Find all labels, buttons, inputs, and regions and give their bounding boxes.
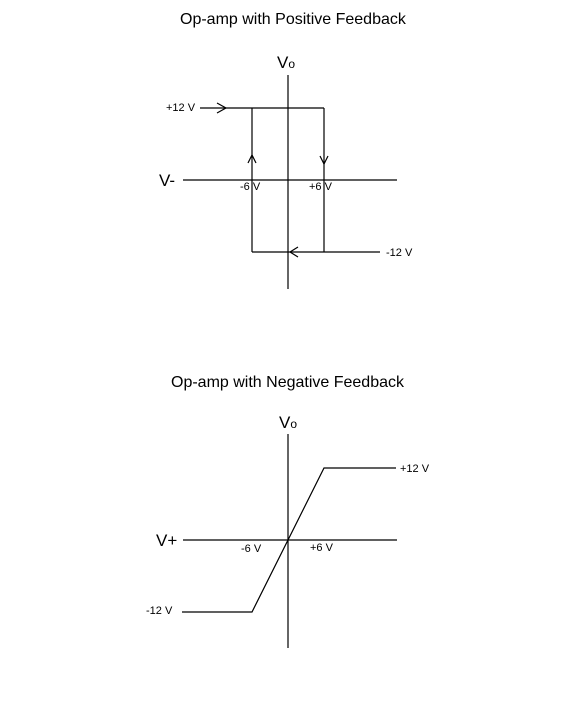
positive-lead-arrowhead [216, 102, 228, 114]
negative-neg-threshold-label: -6 V [241, 543, 262, 555]
positive-up-arrowhead [247, 153, 257, 164]
positive-x-axis-label: V- [159, 171, 175, 190]
positive-down-arrowhead [319, 155, 329, 166]
positive-left-arrowhead [288, 246, 299, 258]
positive-y-axis-label-sub: o [288, 57, 295, 71]
positive-y-axis-label: Vo [277, 53, 295, 72]
positive-high-label: +12 V [166, 102, 196, 114]
negative-x-axis-label: V+ [156, 531, 177, 550]
negative-low-label: -12 V [146, 605, 173, 617]
negative-y-axis-label-main: V [279, 413, 291, 432]
negative-high-label: +12 V [400, 463, 430, 475]
negative-transfer-curve [182, 467, 396, 613]
positive-low-label: -12 V [386, 247, 413, 259]
positive-feedback-title: Op-amp with Positive Feedback [180, 11, 406, 28]
negative-feedback-diagram: Vo V+ +12 V -12 V -6 V +6 V [146, 413, 430, 648]
positive-feedback-diagram: Vo V- +12 V -12 V -6 V +6 V [159, 53, 413, 289]
positive-y-axis-label-main: V [277, 53, 289, 72]
negative-y-axis-label: Vo [279, 413, 297, 432]
negative-feedback-title: Op-amp with Negative Feedback [171, 374, 404, 391]
negative-y-axis-label-sub: o [290, 417, 297, 431]
positive-pos-threshold-label: +6 V [309, 181, 333, 193]
positive-neg-threshold-label: -6 V [240, 181, 261, 193]
negative-pos-threshold-label: +6 V [310, 542, 334, 554]
